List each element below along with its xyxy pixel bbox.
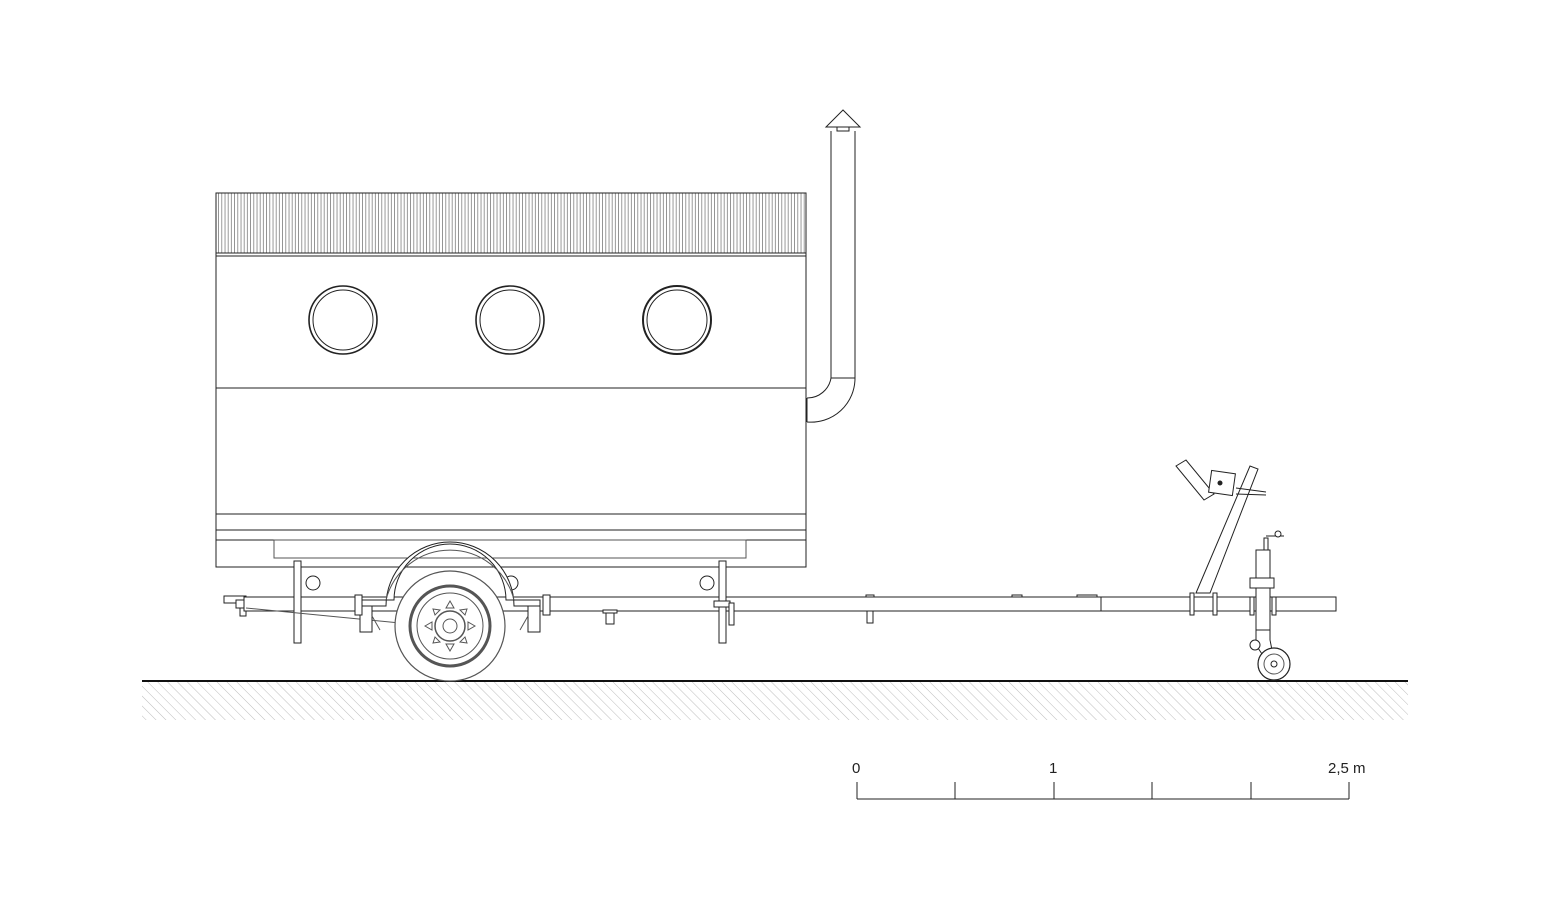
- support-leg: [293, 560, 302, 644]
- hitch-arm: [1195, 465, 1259, 594]
- wheel-arch: [361, 541, 541, 607]
- ground: [142, 680, 1408, 720]
- drawbar: [1100, 596, 1337, 612]
- trailer-chassis: [223, 560, 1337, 644]
- clamp: [1189, 592, 1195, 616]
- porthole-window: [642, 285, 712, 355]
- scale-label-start: 0: [852, 760, 861, 777]
- rim: [408, 584, 492, 668]
- hub: [434, 610, 466, 642]
- cabin-outline: [215, 192, 807, 568]
- scale-label-mid: 1: [1049, 760, 1058, 777]
- ground-hatch: [142, 682, 1408, 720]
- wheel: [394, 570, 506, 682]
- jockey-post: [1255, 549, 1271, 631]
- fitting: [866, 610, 874, 624]
- porthole-window: [308, 285, 378, 355]
- fender: [361, 541, 541, 607]
- chimney-elbow-inner: [806, 377, 832, 399]
- frame-hole: [699, 575, 715, 591]
- jockey-clamp: [1249, 577, 1275, 589]
- chimney-cap: [824, 109, 862, 128]
- porthole-window: [475, 285, 545, 355]
- frame-hole: [305, 575, 321, 591]
- scale-label-end: 2,5 m: [1328, 760, 1366, 777]
- chimney: [806, 109, 862, 423]
- fitting: [713, 600, 731, 608]
- hitch-lever: [1175, 459, 1215, 501]
- roof-cladding: [215, 192, 807, 254]
- tow-hitch-handle: [1175, 459, 1267, 616]
- cabin: [215, 192, 807, 568]
- chimney-elbow-outer: [806, 377, 856, 423]
- portholes: [308, 285, 712, 355]
- scale-bar: [856, 782, 1350, 800]
- floor-beam: [273, 539, 747, 559]
- jockey-wheel: [1249, 530, 1291, 681]
